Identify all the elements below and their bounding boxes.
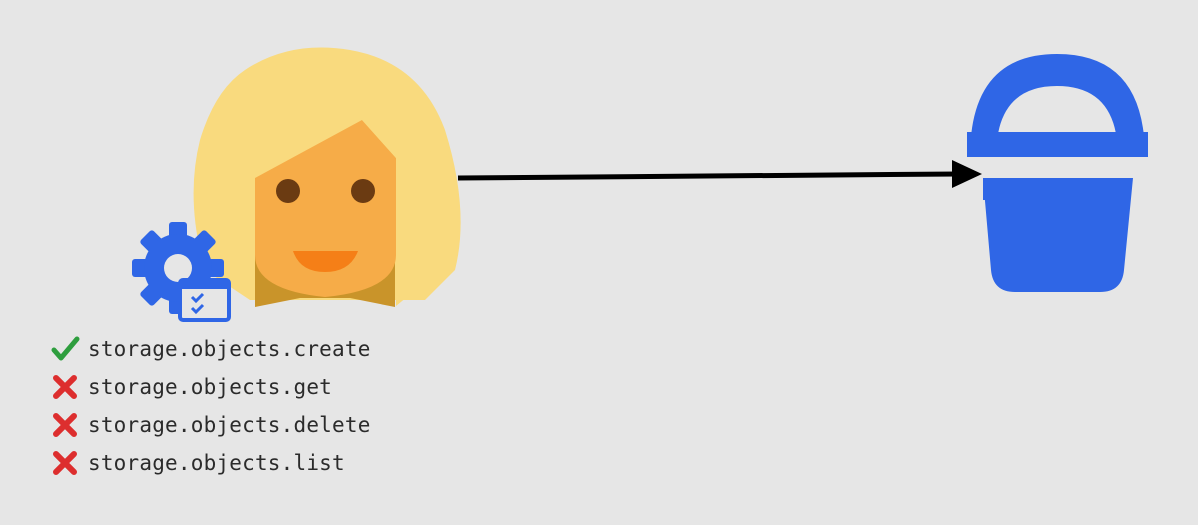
permission-name: storage.objects.delete — [88, 413, 371, 437]
woman-avatar-icon — [193, 47, 461, 307]
permission-item: storage.objects.list — [50, 444, 371, 482]
permission-name: storage.objects.get — [88, 375, 333, 399]
cross-icon — [50, 410, 80, 440]
bucket-label-band — [983, 178, 1091, 200]
avatar-left-eye — [276, 179, 300, 203]
avatar-hair-side — [362, 120, 452, 306]
cross-icon — [50, 372, 80, 402]
bucket-handle — [970, 54, 1145, 157]
permission-item: storage.objects.delete — [50, 406, 371, 444]
permission-list: storage.objects.create storage.objects.g… — [50, 330, 371, 482]
permission-item: storage.objects.get — [50, 368, 371, 406]
storage-bucket-icon — [967, 54, 1148, 292]
avatar-mouth — [293, 251, 358, 272]
avatar-right-eye — [351, 179, 375, 203]
bucket-body — [983, 178, 1133, 292]
permission-name: storage.objects.list — [88, 451, 345, 475]
check-icon — [50, 334, 80, 364]
avatar-face — [255, 120, 396, 297]
service-account-gear-icon — [132, 222, 231, 322]
cross-icon — [50, 448, 80, 478]
permission-name: storage.objects.create — [88, 337, 371, 361]
arrow-right-icon — [457, 160, 982, 188]
permission-item: storage.objects.create — [50, 330, 371, 368]
bucket-rim — [967, 132, 1148, 157]
